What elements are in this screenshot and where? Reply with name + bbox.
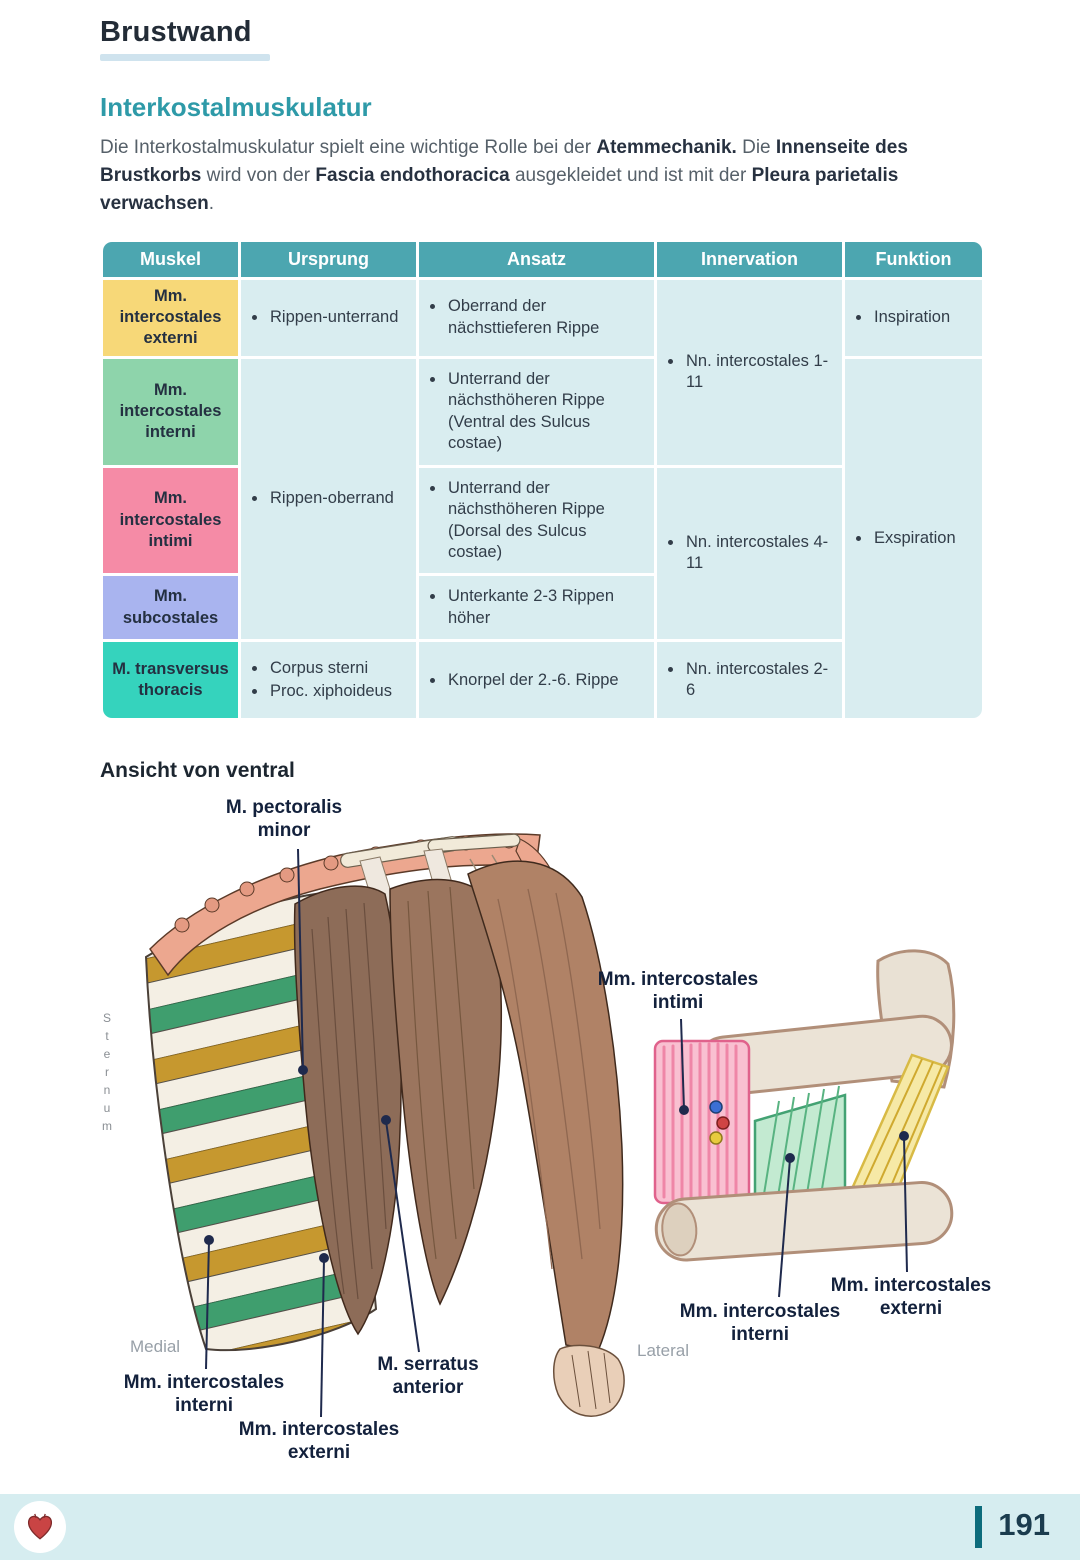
table-row: Mm. subcostales Unterkante 2-3 Rippen hö…: [103, 576, 982, 640]
label-intercostales-externi: Mm. intercostales externi: [238, 1419, 400, 1463]
label-intercostales-externi-schematic: Mm. intercostales externi: [830, 1275, 992, 1319]
rib-schematic: [653, 949, 956, 1262]
heart-badge: [14, 1501, 66, 1553]
header-ansatz: Ansatz: [419, 241, 654, 277]
intro-paragraph: Die Interkostalmuskulatur spielt eine wi…: [100, 137, 908, 215]
funktion-cell-inspiration: Inspiration: [845, 279, 982, 356]
page-footer: 191: [0, 1494, 1080, 1560]
label-medial: Medial: [130, 1337, 181, 1357]
ursprung-cell-transversus: Corpus sterniProc. xiphoideus: [241, 642, 416, 719]
label-pectoralis-minor: M. pectoralis minor: [225, 797, 343, 841]
header-ursprung: Ursprung: [241, 241, 416, 277]
ursprung-cell-shared: Rippen-oberrand: [241, 358, 416, 640]
header-muskel: Muskel: [103, 241, 238, 277]
muskel-cell-interni: Mm. intercostales interni: [103, 358, 238, 465]
page-number-bar: [975, 1506, 982, 1548]
muskel-cell-intimi: Mm. intercostales intimi: [103, 467, 238, 574]
table-row: Mm. intercostales intimi Unterrand der n…: [103, 467, 982, 640]
header-innervation: Innervation: [657, 241, 842, 277]
muskel-cell-externi: Mm. intercostales externi: [103, 279, 238, 356]
ansatz-cell-transversus: Knorpel der 2.-6. Rippe: [419, 642, 654, 719]
heart-icon: [27, 1513, 53, 1540]
muskel-cell-subcostales: Mm. subcostales: [103, 576, 238, 640]
table-row: Mm. intercostales interni Rippen-oberran…: [103, 358, 982, 719]
anatomy-illustration: [144, 833, 956, 1418]
section-title: Interkostalmuskulatur: [100, 92, 372, 123]
table-header-row: Muskel Ursprung Ansatz Innervation Funkt…: [103, 241, 982, 277]
innervation-cell-2-6: Nn. intercostales 2-6: [657, 642, 842, 719]
ansatz-cell-subcostales: Unterkante 2-3 Rippen höher: [419, 576, 654, 640]
funktion-cell-exspiration: Exspiration: [845, 358, 982, 719]
ansatz-cell-interni: Unterrand der nächsthöheren Rippe (Ventr…: [419, 358, 654, 465]
label-lateral: Lateral: [637, 1341, 689, 1361]
innervation-cell-1-11: Nn. intercostales 1-11: [657, 279, 842, 465]
label-intercostales-interni: Mm. intercostales interni: [123, 1372, 285, 1416]
muskel-cell-transversus: M. transversus thoracis: [103, 642, 238, 719]
label-serratus-anterior: M. serratus anterior: [377, 1354, 479, 1398]
ansatz-cell-externi: Oberrand der nächsttieferen Rippe: [419, 279, 654, 356]
header-funktion: Funktion: [845, 241, 982, 277]
anatomy-figure: M. pectoralis minor Mm. intercostales in…: [0, 789, 1080, 1489]
page-number: 191: [998, 1507, 1050, 1542]
title-underline: [100, 54, 270, 62]
table-row: M. transversus thoracis Corpus sterniPro…: [103, 642, 982, 719]
pointer-lines: [204, 849, 909, 1418]
table-row: Mm. intercostales externi Rippen-unterra…: [103, 279, 982, 465]
figure-heading: Ansicht von ventral: [100, 759, 295, 783]
ursprung-cell-externi: Rippen-unterrand: [241, 279, 416, 356]
label-intercostales-interni-schematic: Mm. intercostales interni: [679, 1301, 841, 1345]
label-intercostales-intimi: Mm. intercostales intimi: [597, 969, 759, 1013]
muscle-table: Muskel Ursprung Ansatz Innervation Funkt…: [100, 239, 985, 722]
label-sternum: Sternum: [100, 1011, 114, 1138]
page-title: Brustwand: [100, 16, 252, 48]
thorax-illustration: [144, 833, 625, 1418]
ansatz-cell-intimi: Unterrand der nächsthöheren Rippe (Dorsa…: [419, 467, 654, 574]
innervation-cell-4-11: Nn. intercostales 4-11: [657, 467, 842, 640]
